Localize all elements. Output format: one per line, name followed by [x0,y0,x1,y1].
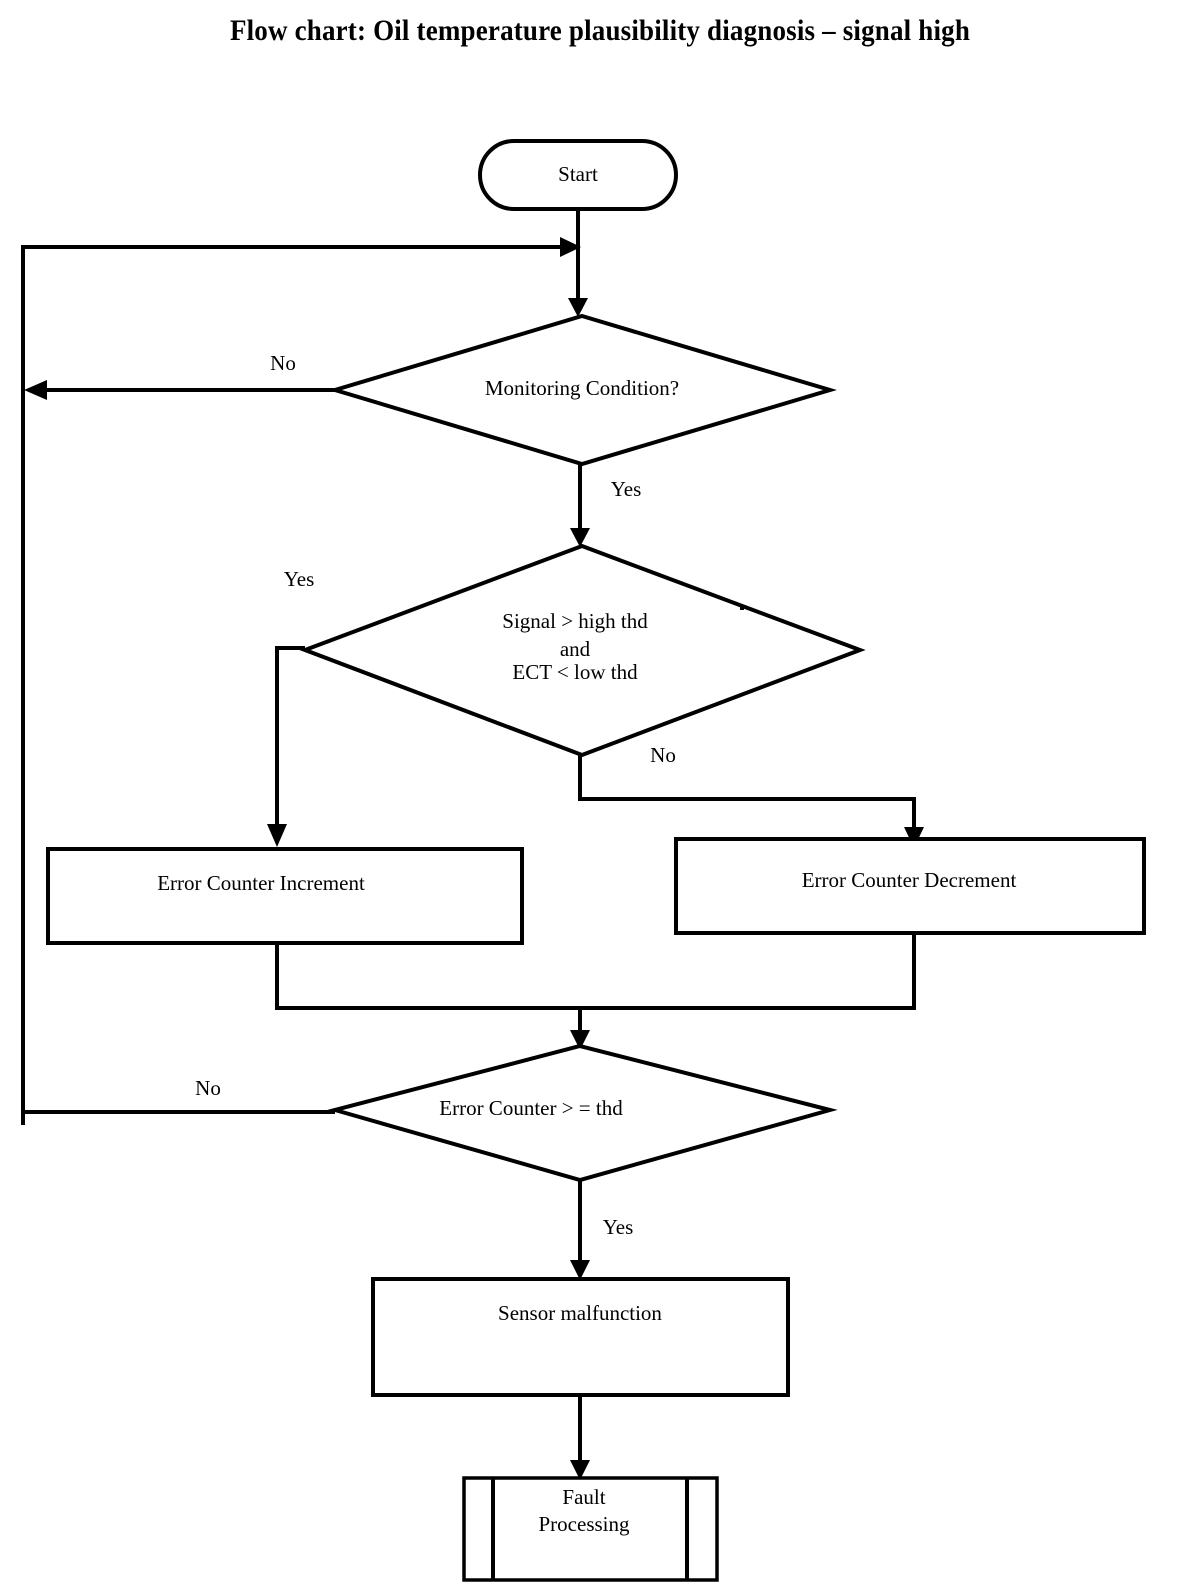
error-counter-increment-box [46,847,524,945]
edge-merge-to-counter-arrowhead [570,1030,590,1050]
edge-label-monitoring-yes: Yes [611,477,642,501]
signal-condition-label-line3: ECT < low thd [512,660,638,684]
signal-condition-label-line1: Signal > high thd [502,609,648,633]
edge-counter-no: No [23,1076,335,1114]
fault-processing-box [462,1476,719,1582]
scan-artifact-dot [740,606,744,610]
edge-signal-no: No [578,743,924,848]
edge-signal-no-line [578,755,916,835]
page-title: Flow chart: Oil temperature plausibility… [229,14,971,47]
start-label: Start [558,162,598,186]
edge-feedback-loop [21,237,581,1125]
edge-malfunction-to-fault [570,1395,590,1480]
edge-start-to-monitoring-arrowhead [568,298,588,317]
edge-monitoring-yes-arrowhead [570,528,590,547]
edge-monitoring-no: No [24,351,335,400]
node-error-counter-increment[interactable]: Error Counter Increment [46,847,524,945]
error-counter-threshold-label: Error Counter > = thd [439,1096,623,1120]
node-signal-condition[interactable]: Signal > high thd and ECT < low thd [299,543,866,758]
edge-counters-merge-line [275,933,916,1010]
node-fault-processing[interactable]: Fault Processing [462,1476,719,1582]
edge-feedback-loop-arrowhead [560,237,581,257]
monitoring-condition-label: Monitoring Condition? [485,376,679,400]
edge-signal-yes-line [275,646,305,832]
edge-monitoring-yes: Yes [570,464,641,547]
edge-counter-yes-arrowhead [570,1260,590,1280]
edge-counter-yes: Yes [570,1180,633,1280]
edge-label-signal-yes: Yes [284,567,315,591]
edge-signal-yes: Yes [267,567,314,847]
edge-feedback-loop-line [21,245,568,1125]
node-sensor-malfunction[interactable]: Sensor malfunction [371,1277,790,1397]
edge-monitoring-no-arrowhead [24,380,47,400]
edge-malfunction-to-fault-arrowhead [570,1460,590,1480]
error-counter-increment-label: Error Counter Increment [157,871,365,895]
node-error-counter-decrement[interactable]: Error Counter Decrement [674,837,1146,935]
fault-processing-label-line2: Processing [539,1512,630,1536]
edge-counters-merge [275,933,916,1050]
sensor-malfunction-box [371,1277,790,1397]
edge-label-monitoring-no: No [270,351,296,375]
edge-label-counter-no: No [195,1076,221,1100]
node-monitoring-condition[interactable]: Monitoring Condition? [328,313,837,467]
signal-condition-label-line2: and [560,637,591,661]
fault-processing-label-line1: Fault [562,1485,605,1509]
edge-label-counter-yes: Yes [603,1215,634,1239]
edge-start-to-monitoring [568,209,588,317]
node-start[interactable]: Start [478,139,678,211]
edge-label-signal-no: No [650,743,676,767]
edge-signal-yes-arrowhead [267,824,287,847]
node-error-counter-threshold[interactable]: Error Counter > = thd [327,1043,838,1183]
error-counter-decrement-label: Error Counter Decrement [802,868,1017,892]
sensor-malfunction-label: Sensor malfunction [498,1301,662,1325]
error-counter-decrement-box [674,837,1146,935]
